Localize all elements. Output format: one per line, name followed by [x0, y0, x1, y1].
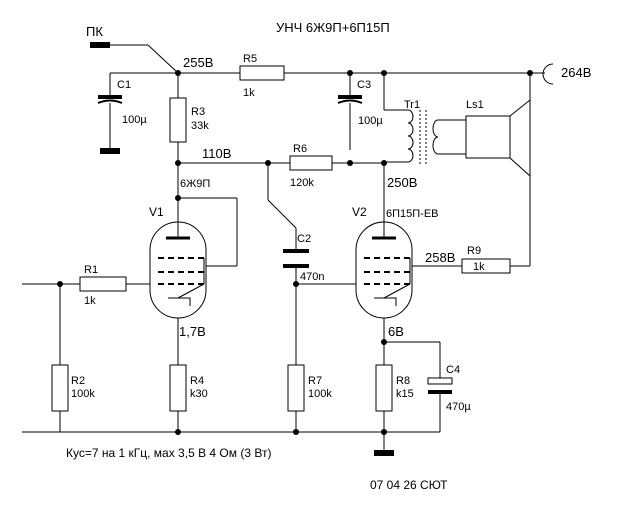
wiring — [22, 44, 545, 452]
svg-text:1k: 1k — [84, 295, 96, 307]
schematic-title: УНЧ 6Ж9П+6П15П — [276, 20, 390, 35]
pk-terminal — [90, 42, 110, 48]
capacitor-c3: C3 100µ — [337, 79, 383, 127]
capacitor-c4: C4 470µ — [427, 364, 471, 413]
svg-text:33k: 33k — [191, 120, 209, 132]
svg-text:100k: 100k — [308, 388, 332, 400]
svg-text:R5: R5 — [243, 53, 257, 65]
resistor-r5: R5 1k — [239, 53, 285, 99]
svg-text:1k: 1k — [473, 261, 485, 273]
transformer-tr1: Tr1 — [404, 99, 439, 164]
svg-text:k15: k15 — [396, 388, 414, 400]
svg-text:100µ: 100µ — [358, 115, 383, 127]
svg-text:V1: V1 — [149, 205, 164, 219]
node-258v: 258В — [425, 250, 455, 265]
svg-text:100k: 100k — [71, 388, 95, 400]
pk-label: ПК — [86, 24, 103, 39]
date-stamp: 07 04 26 СЮТ — [370, 478, 448, 492]
svg-text:R8: R8 — [396, 375, 410, 387]
svg-text:470µ: 470µ — [446, 401, 471, 413]
capacitor-c2: C2 470n — [283, 233, 324, 283]
svg-text:R2: R2 — [71, 375, 85, 387]
resistor-r7: R7 100k — [287, 364, 332, 412]
svg-text:C4: C4 — [446, 364, 460, 376]
node-110v: 110В — [202, 146, 231, 161]
node-250v: 250В — [387, 175, 417, 190]
svg-text:Tr1: Tr1 — [404, 99, 420, 111]
gain-note: Кус=7 на 1 кГц, мах 3,5 В 4 Ом (3 Вт) — [66, 446, 271, 460]
resistor-r9: R9 1k — [461, 245, 511, 274]
svg-text:C2: C2 — [297, 233, 311, 245]
node-6v: 6В — [388, 324, 404, 339]
svg-text:R3: R3 — [191, 106, 205, 118]
capacitor-c1: C1 100µ — [97, 79, 147, 154]
resistor-r6: R6 120k — [289, 143, 333, 189]
ground-terminal — [374, 450, 394, 456]
svg-text:R9: R9 — [467, 245, 481, 257]
svg-text:120k: 120k — [290, 177, 314, 189]
speaker-icon: Ls1 — [465, 98, 531, 178]
svg-text:V2: V2 — [352, 205, 367, 219]
node-255v: 255В — [183, 55, 213, 70]
hv-terminal-icon — [542, 63, 554, 85]
svg-text:100µ: 100µ — [122, 114, 147, 126]
resistor-r8: R8 k15 — [375, 364, 414, 412]
svg-text:Ls1: Ls1 — [466, 99, 484, 111]
resistor-r3: R3 33k — [169, 97, 209, 143]
resistor-r2: R2 100k — [51, 364, 95, 412]
resistor-r4: R4 k30 — [169, 364, 208, 412]
node-1-7v: 1,7В — [179, 324, 206, 339]
tube-v1: V1 6Ж9П — [149, 178, 210, 319]
svg-text:R6: R6 — [293, 143, 307, 155]
svg-text:6Ж9П: 6Ж9П — [180, 178, 210, 190]
svg-text:470n: 470n — [300, 271, 324, 283]
svg-text:C1: C1 — [117, 79, 131, 91]
svg-text:k30: k30 — [190, 388, 208, 400]
svg-text:R4: R4 — [190, 375, 204, 387]
svg-text:R7: R7 — [308, 375, 322, 387]
svg-text:1k: 1k — [243, 87, 255, 99]
resistor-r1: R1 1k — [79, 264, 127, 307]
hv-label: 264В — [561, 65, 591, 80]
svg-text:6П15П-ЕВ: 6П15П-ЕВ — [386, 208, 439, 220]
svg-text:C3: C3 — [357, 79, 371, 91]
tube-v2: V2 6П15П-ЕВ — [352, 205, 439, 319]
svg-text:R1: R1 — [84, 264, 98, 276]
